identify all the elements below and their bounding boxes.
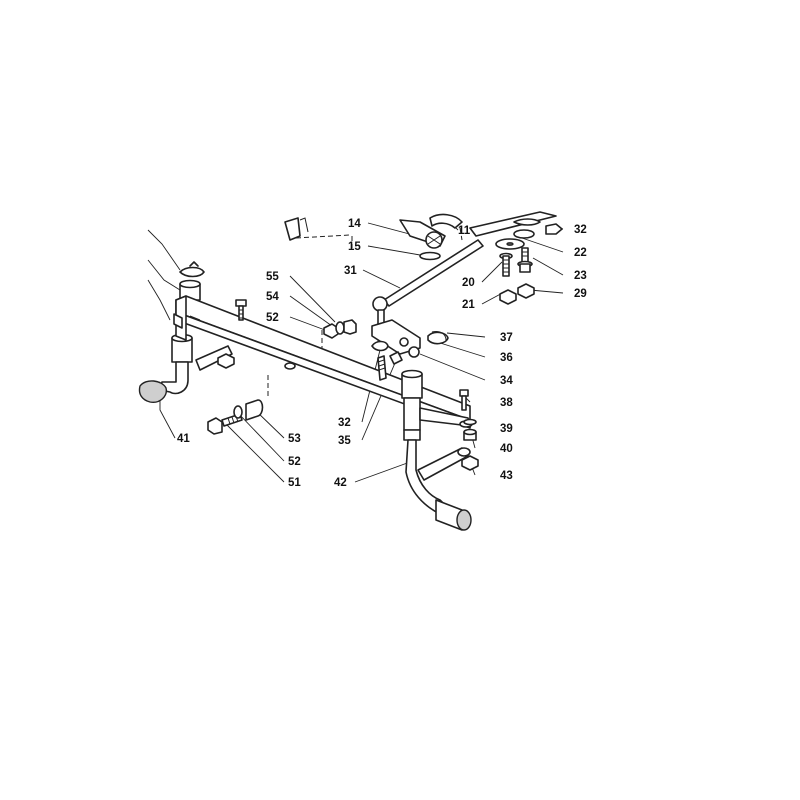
callout-55: 55 [266, 271, 279, 283]
callout-labels: 55 54 52 14 15 31 11 32 22 20 23 21 29 3… [177, 218, 587, 489]
callout-41: 41 [177, 433, 190, 445]
callout-51: 51 [288, 477, 301, 489]
callout-37: 37 [500, 332, 513, 344]
callout-14: 14 [348, 218, 361, 230]
callout-34: 34 [500, 375, 513, 387]
bolt-55-group [235, 299, 357, 339]
callout-32: 32 [574, 224, 587, 236]
left-kingpin-parts [138, 261, 235, 403]
callout-20: 20 [462, 277, 475, 289]
callout-42: 42 [334, 477, 347, 489]
bolt-51 [207, 399, 264, 435]
callout-54: 54 [266, 291, 279, 303]
callout-38: 38 [500, 397, 513, 409]
nut-29 [517, 283, 535, 299]
spacer-40 [463, 428, 477, 441]
callout-52: 52 [288, 456, 301, 468]
callout-40: 40 [500, 443, 513, 455]
callout-32: 32 [338, 417, 351, 429]
nut-43 [461, 455, 479, 471]
stud-20 [499, 252, 513, 277]
stud-23 [517, 247, 533, 273]
axle-beam [173, 295, 471, 429]
washer-22 [495, 229, 535, 250]
callout-36: 36 [500, 352, 513, 364]
washer-39 [463, 418, 477, 426]
right-spindle-42 [401, 369, 473, 531]
callout-53: 53 [288, 433, 301, 445]
callout-11: 11 [458, 225, 471, 237]
nut-32-top [545, 223, 563, 235]
callout-22: 22 [574, 247, 587, 259]
callout-35: 35 [338, 435, 351, 447]
bolt-38 [459, 389, 469, 411]
callout-43: 43 [500, 470, 513, 482]
callout-52: 52 [266, 312, 279, 324]
callout-21: 21 [462, 299, 475, 311]
callout-31: 31 [344, 265, 357, 277]
bracket-34 [371, 319, 449, 381]
callout-15: 15 [348, 241, 361, 253]
callout-29: 29 [574, 288, 587, 300]
nut-21 [499, 289, 517, 305]
callout-23: 23 [574, 270, 587, 282]
ball-joint-14 [419, 231, 443, 261]
tie-rod-31 [372, 239, 484, 329]
callout-39: 39 [500, 423, 513, 435]
